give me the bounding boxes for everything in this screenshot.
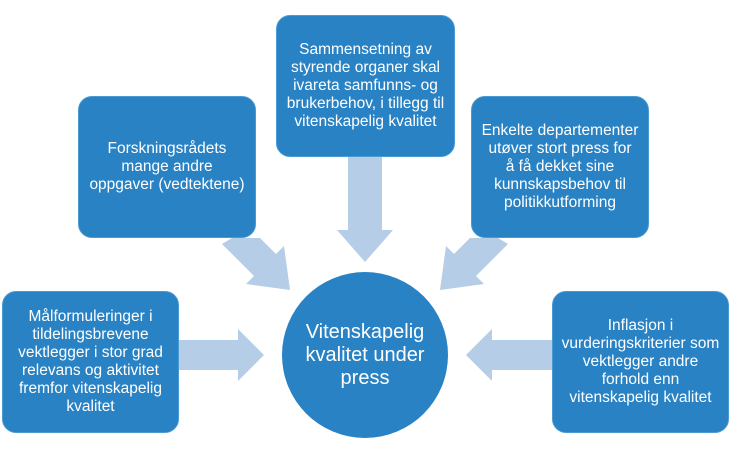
arrow-down-top: [337, 157, 393, 262]
box-text: Forskningsrådets mange andre oppgaver (v…: [89, 140, 245, 193]
arrow-diag-top-left: [222, 238, 290, 290]
arrow-left-right: [466, 329, 552, 381]
box-text: Målformuleringer i tildelingsbrevene vek…: [18, 308, 163, 415]
box-goal-formulations: Målformuleringer i tildelingsbrevene vek…: [2, 291, 179, 433]
box-criteria-inflation: Inflasjon i vurderingskriterier som vekt…: [552, 291, 729, 433]
center-text: Vitenskapelig kvalitet under press: [305, 320, 425, 389]
center-circle: Vitenskapelig kvalitet under press: [282, 272, 448, 438]
box-ministry-pressure: Enkelte departementer utøver stort press…: [471, 96, 649, 238]
box-research-council-tasks: Forskningsrådets mange andre oppgaver (v…: [78, 96, 256, 238]
box-board-composition: Sammensetning av styrende organer skal i…: [276, 15, 455, 157]
box-text: Sammensetning av styrende organer skal i…: [286, 41, 445, 130]
arrow-diag-top-right: [440, 238, 508, 290]
box-text: Enkelte departementer utøver stort press…: [481, 122, 639, 211]
box-text: Inflasjon i vurderingskriterier som vekt…: [561, 317, 720, 406]
arrow-right-left: [178, 329, 264, 381]
